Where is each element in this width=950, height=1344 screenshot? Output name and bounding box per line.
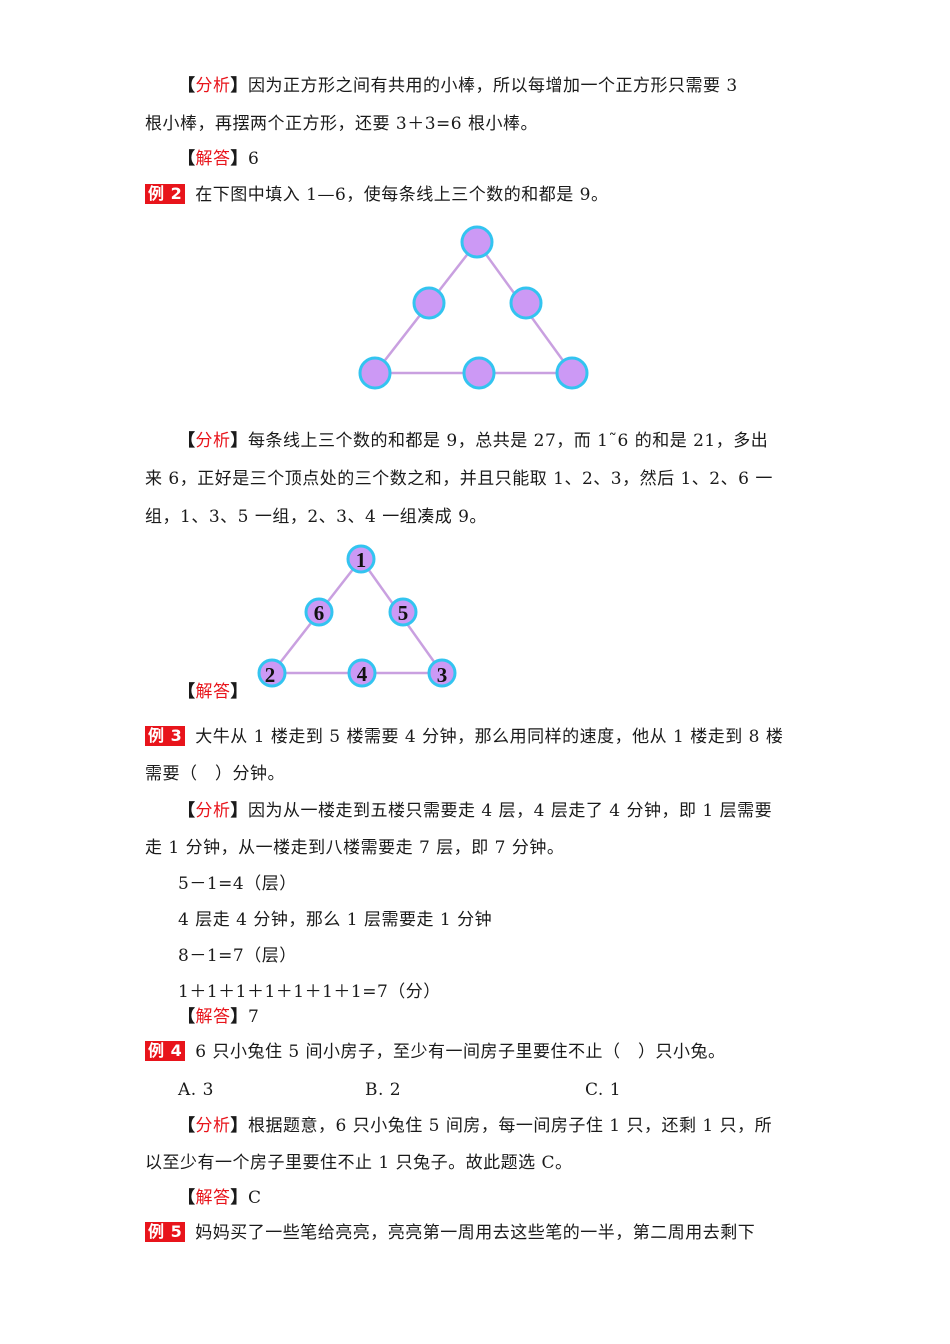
ex1-analysis-line2: 根小棒，再摆两个正方形，还要 3＋3=6 根小棒。: [145, 114, 538, 134]
ex3-step2: 4 层走 4 分钟，那么 1 层需要走 1 分钟: [178, 910, 493, 930]
node-bottom-right: 3: [437, 663, 448, 687]
ex4-analysis-line1: 【分析】根据题意，6 只小兔住 5 间房，每一间房子住 1 只，还剩 1 只，所: [178, 1116, 773, 1136]
example-badge: 例 5: [145, 1222, 186, 1242]
ex3-question-line2: 需要（ ）分钟。: [145, 764, 285, 784]
example-badge: 例 4: [145, 1041, 186, 1061]
example-badge: 例 3: [145, 726, 186, 746]
answer-label: 解答: [195, 1007, 231, 1027]
analysis-label: 分析: [195, 76, 231, 96]
answer-label: 解答: [195, 1188, 231, 1208]
ex4-option-a: A. 3: [178, 1080, 214, 1100]
ex2-analysis-line1: 【分析】每条线上三个数的和都是 9，总共是 27，而 1˜6 的和是 21，多出: [178, 431, 769, 451]
ex2-analysis-line3: 组，1、3、5 一组，2、3、4 一组凑成 9。: [145, 507, 487, 527]
ex2-answer: 【解答】: [178, 682, 248, 702]
answer-label: 解答: [195, 149, 231, 169]
ex1-analysis-line1: 【分析】因为正方形之间有共用的小棒，所以每增加一个正方形只需要 3: [178, 76, 738, 96]
analysis-label: 分析: [195, 801, 231, 821]
node-top: 1: [356, 548, 367, 572]
node-bottom-mid: 4: [357, 662, 368, 686]
node-bottom-left: 2: [265, 663, 276, 687]
ex4-answer: 【解答】C: [178, 1188, 262, 1208]
answer-label: 解答: [195, 682, 231, 702]
ex3-step1: 5－1=4（层）: [178, 874, 297, 894]
ex2-analysis-line2: 来 6，正好是三个顶点处的三个数之和，并且只能取 1、2、3，然后 1、2、6 …: [145, 469, 773, 489]
ex3-step3: 8－1=7（层）: [178, 946, 297, 966]
ex3-answer: 【解答】7: [178, 1007, 260, 1027]
ex3-analysis-line1: 【分析】因为从一楼走到五楼只需要走 4 层，4 层走了 4 分钟，即 1 层需要: [178, 801, 773, 821]
analysis-label: 分析: [195, 431, 231, 451]
ex1-answer: 【解答】6: [178, 149, 260, 169]
example-badge: 例 2: [145, 184, 186, 204]
node-right-mid: 5: [398, 601, 409, 625]
ex3-analysis-line2: 走 1 分钟，从一楼走到八楼需要走 7 层，即 7 分钟。: [145, 838, 565, 858]
answer-triangle-diagram: 1 6 5 2 4 3: [257, 544, 457, 688]
ex4-analysis-line2: 以至少有一个房子里要住不止 1 只兔子。故此题选 C。: [145, 1153, 573, 1173]
empty-triangle-diagram: [358, 225, 589, 390]
analysis-label: 分析: [195, 1116, 231, 1136]
ex4-option-c: C. 1: [585, 1080, 622, 1100]
node-left-mid: 6: [314, 601, 325, 625]
ex4-option-b: B. 2: [365, 1080, 402, 1100]
ex3-step4: 1＋1＋1＋1＋1＋1＋1=7（分）: [178, 982, 441, 1002]
